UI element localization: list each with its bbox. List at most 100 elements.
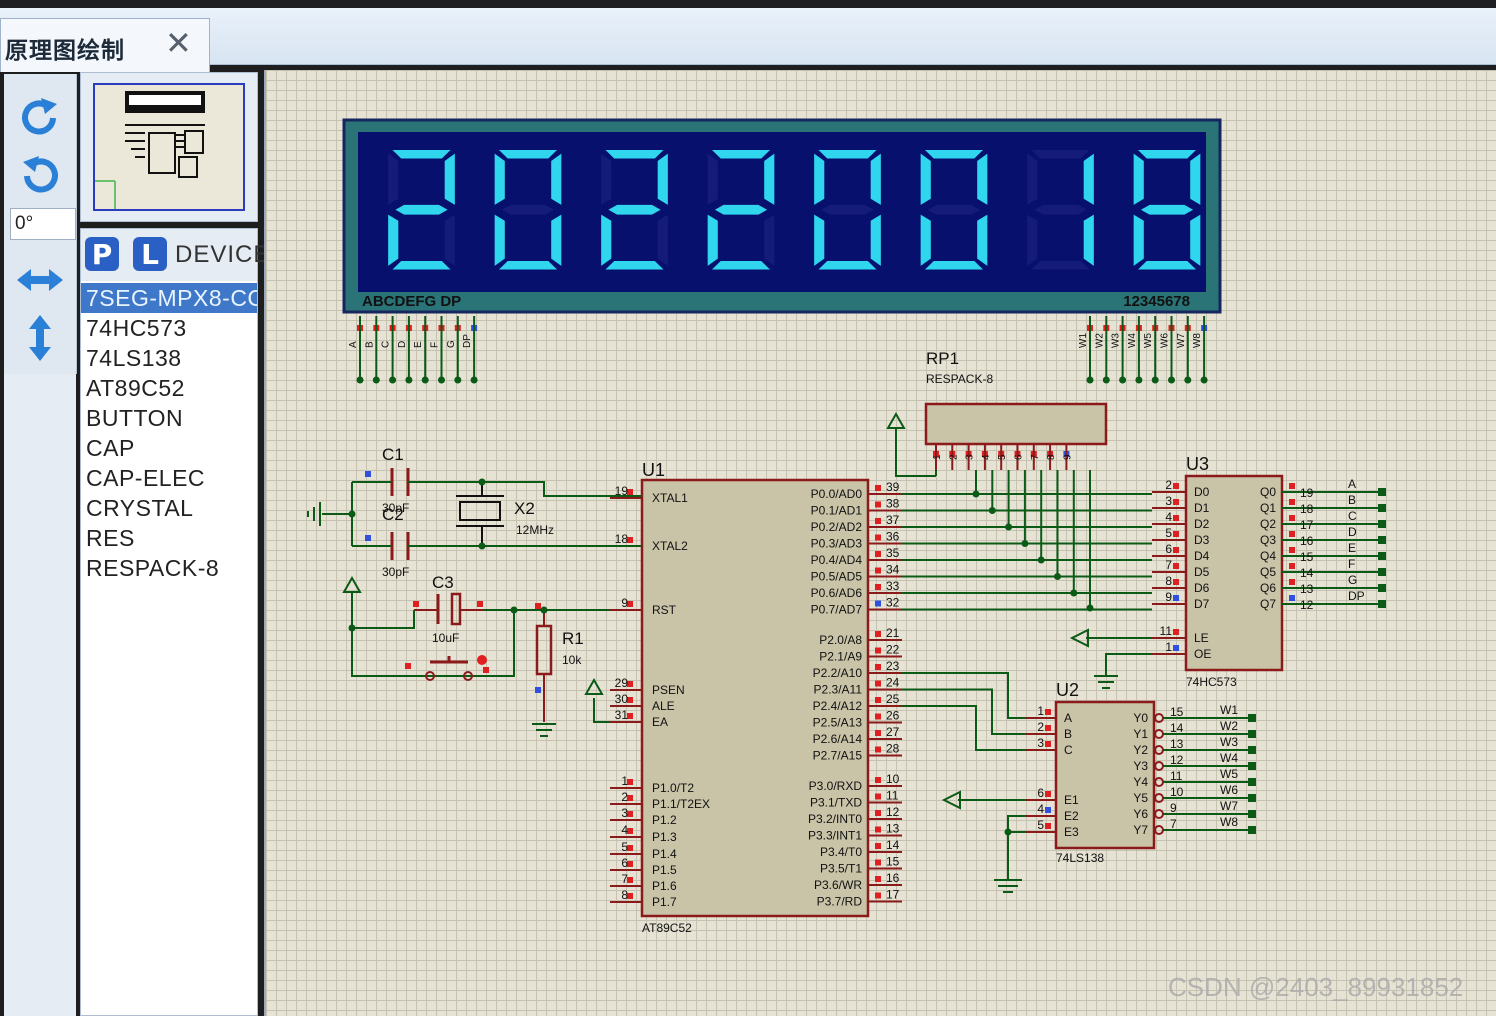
pin-marker [1045, 807, 1051, 813]
pin-marker [875, 843, 881, 849]
junction-dot [1200, 376, 1208, 384]
u1-pin-name: P1.2 [652, 813, 677, 827]
u2-net-label: W1 [1220, 703, 1238, 717]
u1-pin-name: P3.6/WR [814, 878, 862, 892]
c1-value: 30pF [382, 501, 409, 515]
junction-dot [421, 376, 429, 384]
rotate-anticlockwise-button[interactable] [14, 152, 66, 200]
rp1-ref: RP1 [926, 349, 959, 368]
u3-pin-name: D7 [1194, 597, 1210, 611]
segment [1190, 214, 1201, 266]
pin-marker [1045, 709, 1051, 715]
u1-body [640, 478, 870, 918]
segment [601, 153, 612, 205]
u2-pin-number: 7 [1170, 817, 1177, 831]
pin-marker [535, 603, 541, 609]
device-list-item[interactable]: AT89C52 [86, 375, 185, 401]
close-icon[interactable]: ✕ [165, 25, 192, 61]
overview-viewport[interactable] [93, 83, 245, 211]
segment [1027, 214, 1038, 266]
device-list-item[interactable]: BUTTON [86, 405, 184, 431]
u2-inverted-pin [1154, 745, 1164, 755]
pin-marker [365, 471, 371, 477]
segment [925, 261, 983, 270]
u1-pin-name: P3.3/INT1 [808, 829, 862, 843]
rotate-clockwise-button[interactable] [14, 94, 66, 142]
rotation-input[interactable]: 0° [10, 208, 76, 240]
rp1-pin-number: 9 [1062, 454, 1073, 460]
u2-pin-number: 14 [1170, 721, 1184, 735]
device-list-item[interactable]: CRYSTAL [86, 495, 194, 521]
junction-dot [1004, 828, 1012, 836]
junction-dot [1021, 540, 1029, 547]
pin-marker [1173, 563, 1179, 569]
net-terminal [1378, 568, 1386, 576]
segment [388, 153, 399, 205]
u3-ref: U3 [1186, 454, 1209, 474]
pin-marker [875, 777, 881, 783]
pick-devices-button[interactable]: P [85, 237, 119, 271]
u3-pin-name: Q2 [1260, 517, 1276, 531]
segment [392, 261, 451, 270]
u1-pin-name: P3.0/RXD [809, 779, 863, 793]
display-seg-pin-label: C [381, 341, 392, 348]
u1-pin-number: 26 [886, 709, 900, 723]
mirror-horizontal-button[interactable] [14, 256, 66, 304]
net-terminal [1378, 552, 1386, 560]
pin-marker [1173, 531, 1179, 537]
segment [499, 261, 557, 270]
junction-dot [405, 376, 413, 384]
u3-pin-name: LE [1194, 631, 1209, 645]
junction-dot [972, 490, 980, 498]
u2-pin-number: 13 [1170, 737, 1184, 751]
pin-marker [875, 485, 881, 491]
pin-marker [1289, 595, 1295, 601]
pin-marker [477, 601, 483, 607]
device-list-item[interactable]: CAP [86, 435, 135, 461]
u2-pin-number: 2 [1037, 720, 1044, 734]
device-list-item[interactable]: 74HC573 [86, 315, 187, 341]
mirror-vertical-button[interactable] [14, 314, 66, 362]
pin-marker [875, 730, 881, 736]
rp1-pin-number: 4 [981, 454, 992, 460]
u1-pin-name: XTAL1 [652, 491, 688, 505]
display-seg-pin-label: F [430, 342, 441, 348]
u1-pin-number: 8 [621, 888, 628, 902]
junction-dot [1168, 376, 1175, 384]
u1-pin-name: P1.6 [652, 879, 677, 893]
segment [707, 214, 718, 266]
library-manager-button[interactable]: L [133, 237, 167, 271]
u1-pin-number: 22 [886, 643, 900, 657]
u3-net-label: F [1348, 557, 1355, 571]
wire [351, 610, 515, 677]
power-terminal-icon [342, 575, 362, 593]
u2-inverted-pin [1154, 761, 1164, 771]
device-list-item[interactable]: RESPACK-8 [86, 555, 220, 581]
tab-schematic[interactable]: 原理图绘制 ✕ [0, 18, 210, 72]
u3-pin-name: Q4 [1260, 549, 1276, 563]
u2-pin-name: Y4 [1133, 775, 1148, 789]
device-list-item[interactable]: 7SEG-MPX8-CC [81, 283, 257, 313]
device-list-item[interactable]: RES [86, 525, 135, 551]
overview-panel[interactable] [80, 72, 258, 222]
u2-pin-name: Y3 [1133, 759, 1148, 773]
segment [920, 214, 931, 266]
u2-net-label: W6 [1220, 783, 1238, 797]
u1-pin-name: P0.3/AD3 [811, 537, 863, 551]
device-selector-panel: P L DEVICES 7SEG-MPX8-CC 74HC573 74LS138… [80, 228, 286, 1016]
segment [501, 204, 555, 215]
u2-inverted-pin [1154, 809, 1164, 819]
net-terminal [1248, 810, 1256, 818]
segment [1034, 204, 1087, 215]
u3-pin-number: 13 [1300, 582, 1314, 596]
device-list-item[interactable]: CAP-ELEC [86, 465, 206, 491]
device-list-item[interactable]: 74LS138 [86, 345, 182, 371]
junction-dot [988, 507, 996, 514]
display-digit-pin-label: W3 [1111, 333, 1122, 348]
segment [1190, 153, 1201, 205]
pin-marker [627, 828, 633, 834]
segment [1138, 261, 1196, 270]
u3-net-label: C [1348, 509, 1357, 523]
